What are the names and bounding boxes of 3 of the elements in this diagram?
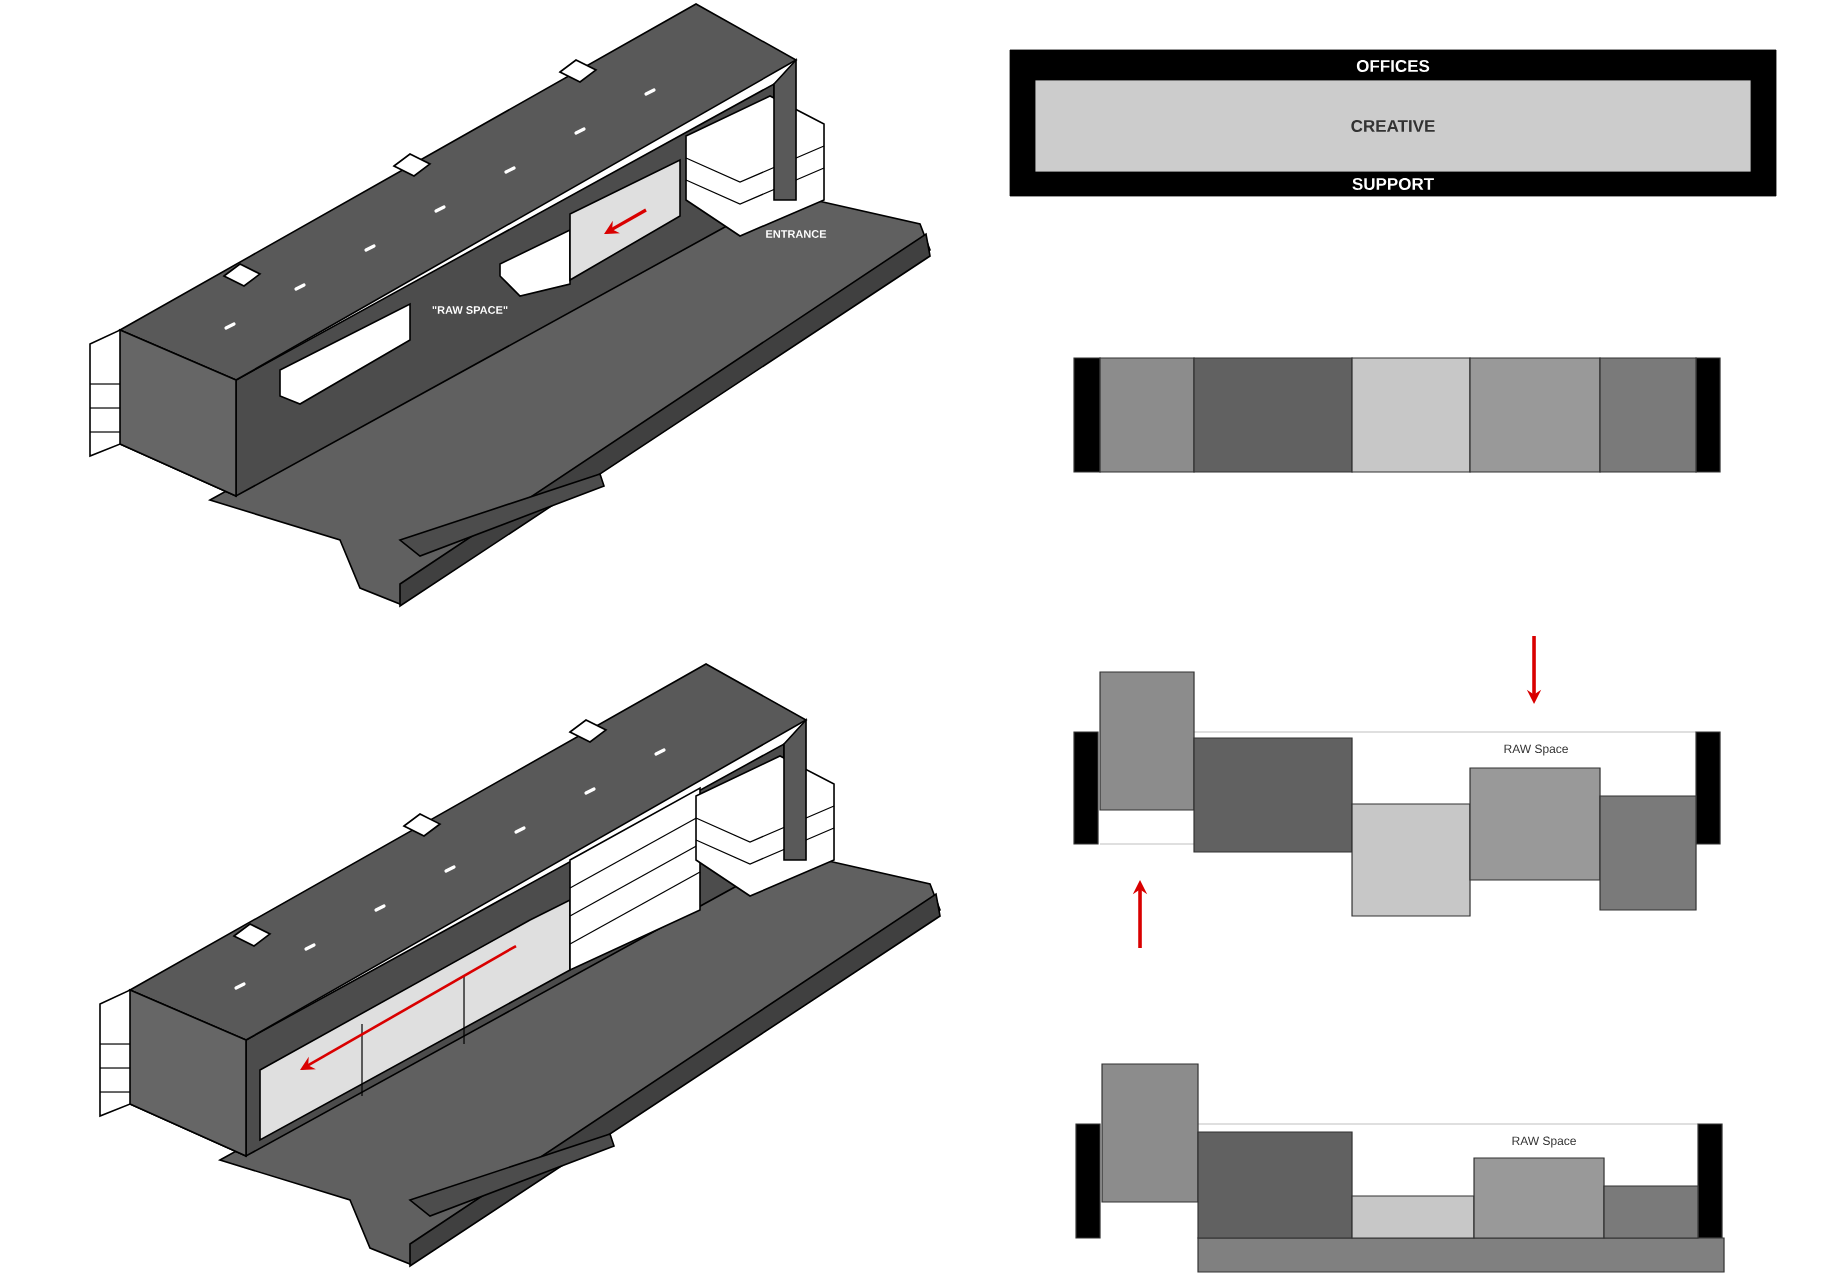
label: SUPPORT — [1352, 178, 1434, 190]
label: OFFICES — [1356, 60, 1430, 72]
program-band: CREATIVE — [1034, 79, 1752, 173]
